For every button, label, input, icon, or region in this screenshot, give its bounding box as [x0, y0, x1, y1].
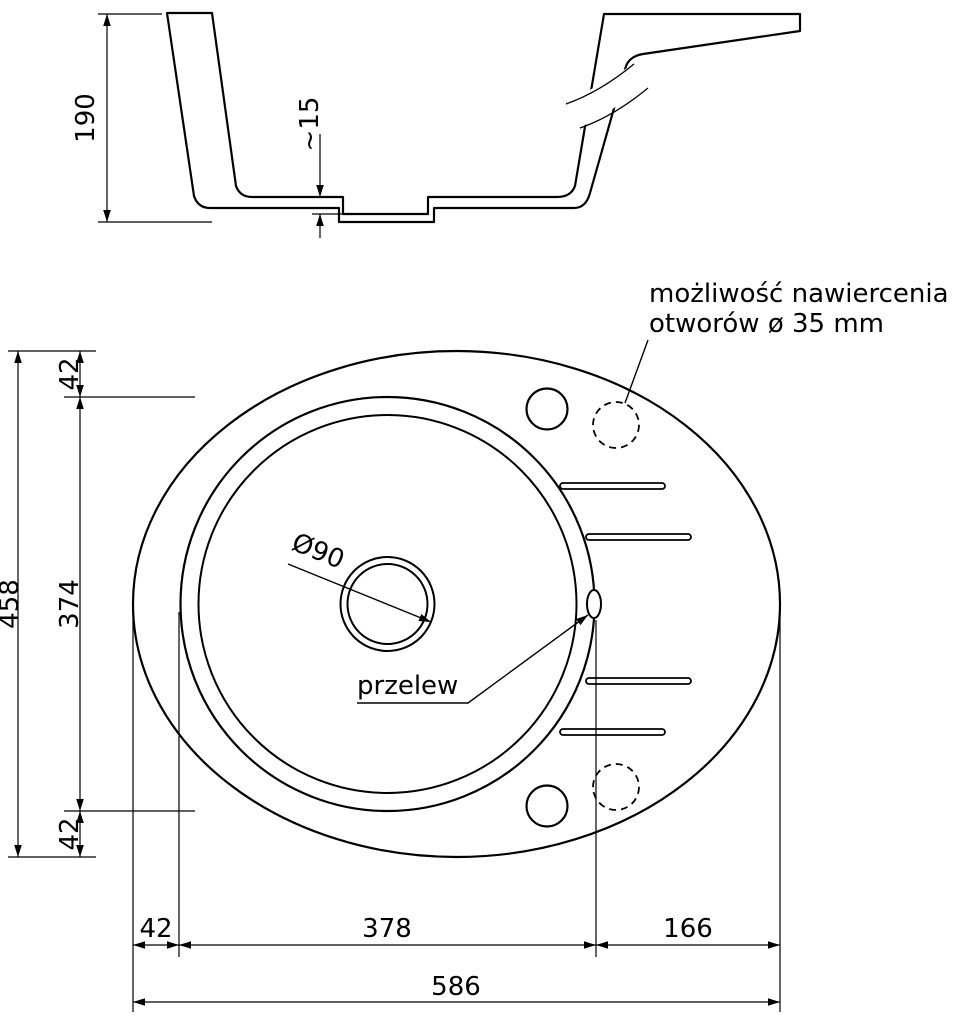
- drill-note-line1: możliwość nawiercenia: [649, 279, 949, 309]
- dim-width-right-label: 166: [663, 914, 713, 944]
- dim-bottom-lines: [132, 612, 781, 1012]
- overflow-leader: [357, 614, 589, 704]
- sink-profile-outline: [165, 11, 802, 224]
- optional-hole-bottom: [592, 763, 640, 811]
- dim-left-lines: [8, 350, 195, 858]
- drill-note-line2: otworów ø 35 mm: [649, 309, 884, 339]
- dim-height-total-label: 458: [0, 579, 25, 629]
- dim-recess-label: ~15: [295, 97, 325, 152]
- groove: [559, 728, 666, 736]
- faucet-hole-top: [525, 387, 569, 431]
- drain-leader: [287, 563, 432, 623]
- optional-hole-top: [592, 401, 640, 449]
- drill-note-leader: [624, 339, 649, 404]
- dim-depth: [98, 13, 212, 223]
- groove: [559, 482, 666, 490]
- dim-height-bowl-label: 374: [55, 579, 85, 629]
- top-view: możliwość nawiercenia otworów ø 35 mm Ø9…: [0, 279, 949, 1012]
- dim-width-left-label: 42: [139, 914, 172, 944]
- dim-height-top-label: 42: [55, 357, 85, 390]
- overflow-label: przelew: [357, 671, 458, 701]
- faucet-hole-bottom: [525, 784, 569, 828]
- overflow-hole: [586, 589, 602, 619]
- cross-section-view: 190 ~15: [71, 11, 802, 238]
- dim-depth-label: 190: [71, 93, 101, 143]
- groove: [585, 533, 692, 541]
- drainboard-grooves: [559, 482, 692, 736]
- break-mark: [565, 63, 649, 129]
- dim-height-bottom-label: 42: [55, 817, 85, 850]
- dim-width-total-label: 586: [431, 972, 481, 1002]
- dim-width-bowl-label: 378: [362, 914, 412, 944]
- groove: [585, 677, 692, 685]
